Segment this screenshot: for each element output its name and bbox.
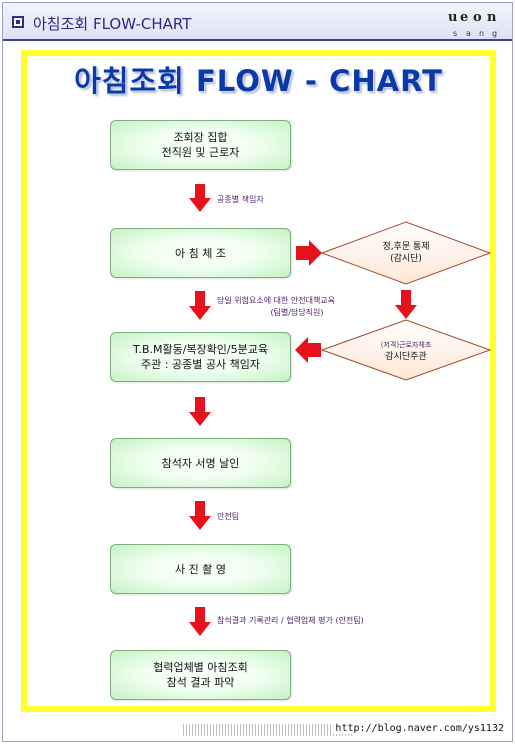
left-arrow-icon [295,337,321,363]
diamond-shape [320,319,492,381]
down-arrow-icon [189,291,211,320]
arrow-label: 당일 위험요소에 대한 안전대책교육 [217,296,336,305]
logo-letter: s [453,29,457,38]
step-line: 주관 : 공종별 공사 책임자 [141,358,260,371]
down-arrow-icon [189,397,211,426]
yeonsang-logo: u e o n s a n g [448,10,497,38]
step-photo: 사 진 촬 영 [110,544,291,594]
step-morning-exercise: 아 침 체 조 [110,228,291,278]
diamond-shape [320,221,492,285]
logo-letter: e [460,10,468,25]
square-bullet-icon [12,16,24,28]
step-line: 참석자 서명 날인 [161,456,240,470]
step-tbm: T.B.M활동/복장확인/5분교육 주관 : 공종별 공사 책임자 [110,332,291,382]
arrow-label: (팀별/담당직원) [270,308,324,317]
logo-letter: n [487,10,497,25]
step-line: 참석 결과 파악 [166,676,235,689]
step-line: 아 침 체 조 [175,246,226,260]
step-line: 조회장 집합 [173,131,228,144]
arrow-label: 공종별 책임자 [217,195,264,204]
diamond-line: 감시단주관 [385,352,427,362]
down-arrow-icon [189,607,211,636]
step-signature: 참석자 서명 날인 [110,438,291,488]
header-bar: 아침조회 FLOW-CHART u e o n s a n g [3,3,512,41]
down-arrow-icon [395,290,417,319]
main-title: 아침조회 FLOW - CHART [74,64,443,98]
header-title: 아침조회 FLOW-CHART [33,15,192,33]
footer-url: http://blog.naver.com/ys1132 [333,723,506,734]
step-line: 전직원 및 근로자 [161,146,240,159]
logo-letter: o [473,10,482,25]
logo-letter: a [466,29,471,38]
logo-letter: u [448,10,457,25]
diamond-line: 정,후문 통제 [382,242,430,252]
diamond-top-text: 정,후문 통제 (감시단) [342,241,470,265]
logo-letter: n [479,29,484,38]
down-arrow-icon [189,184,211,212]
footer-pattern [183,724,353,736]
diamond-line: (저격)근로자체조 [380,341,432,349]
logo-letter: g [492,29,497,38]
footer: http://blog.naver.com/ys1132 [3,720,512,740]
arrow-label: 안전팀 [217,512,240,521]
diamond-line: (감시단) [390,254,422,264]
diamond-bottom-text: (저격)근로자체조 감시단주관 [342,339,470,363]
step-result: 협력업체별 아침조회 참석 결과 파악 [110,650,291,700]
right-arrow-icon [296,240,322,266]
step-gather: 조회장 집합 전직원 및 근로자 [110,120,291,170]
arrow-label: 참석결과 기록관리 / 협력업체 평가 (안전팀) [217,616,364,625]
step-line: 사 진 촬 영 [175,562,226,576]
step-line: T.B.M활동/복장확인/5분교육 [133,343,268,356]
down-arrow-icon [189,501,211,530]
step-line: 협력업체별 아침조회 [153,661,248,674]
